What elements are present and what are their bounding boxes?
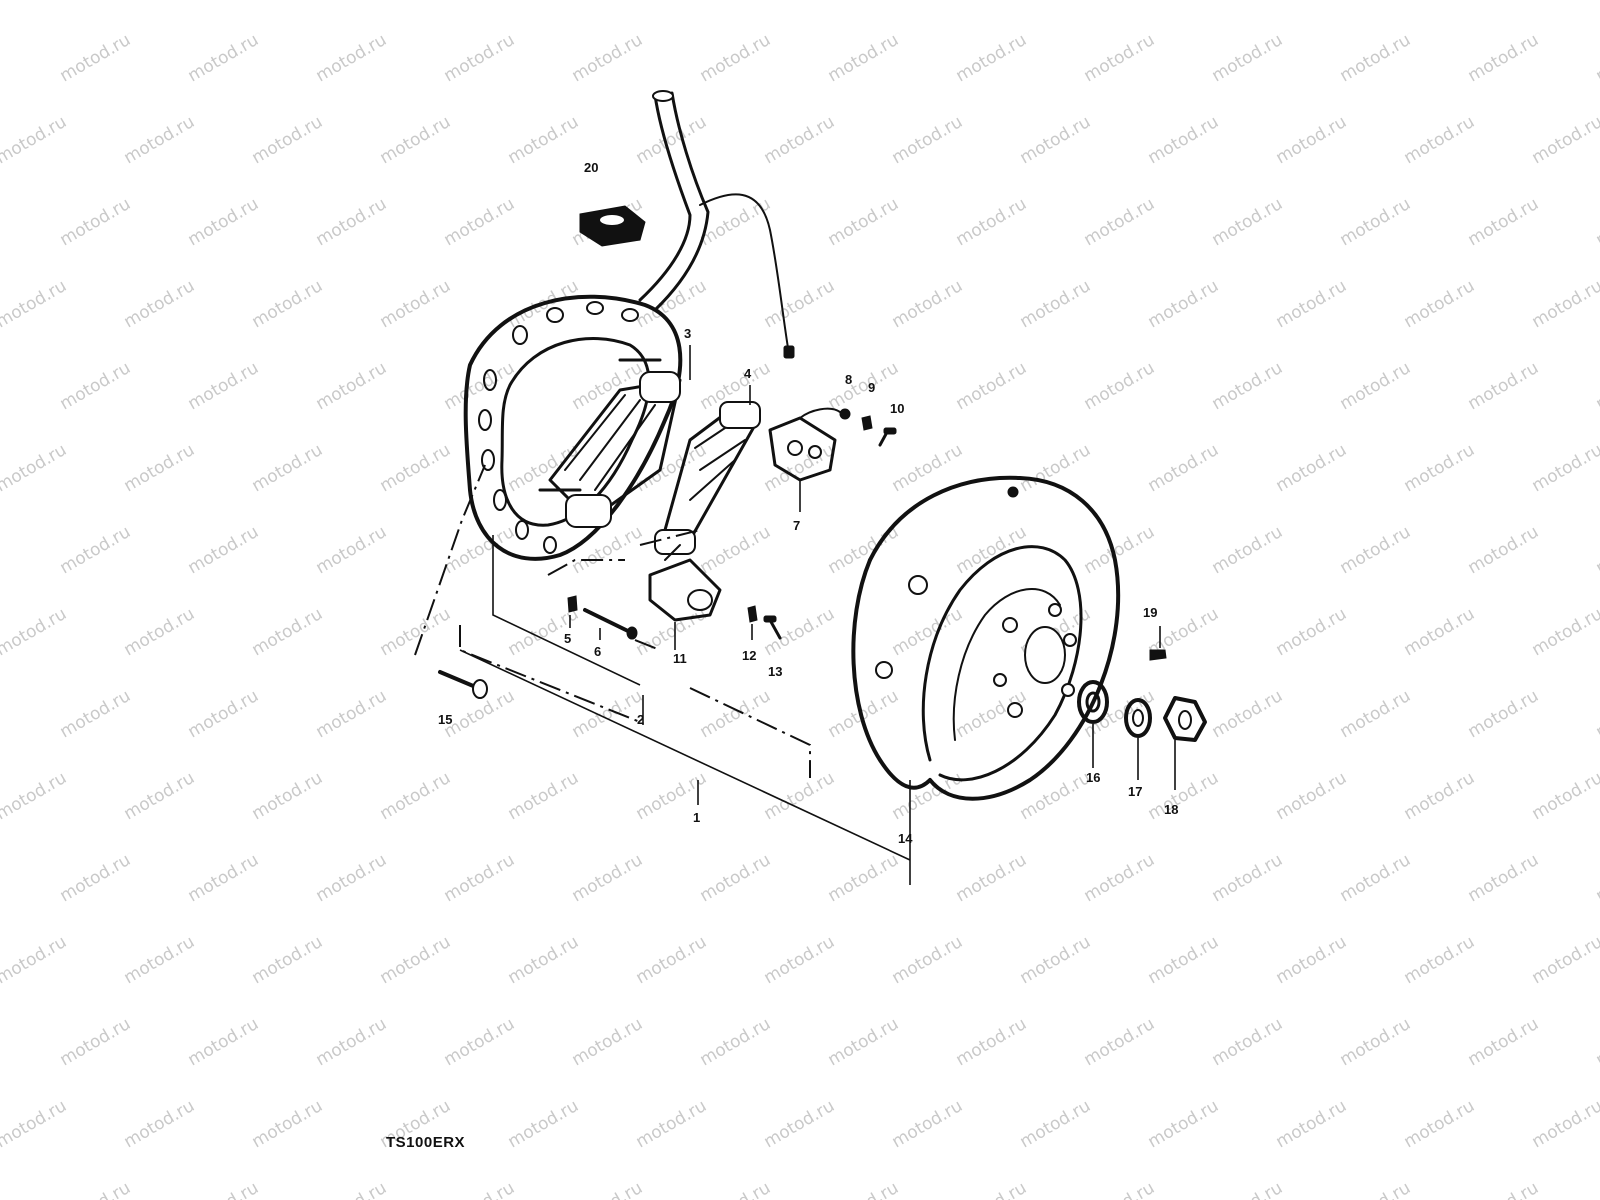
flywheel-rotor-part-14 <box>851 475 1121 801</box>
part-label-3: 3 <box>684 326 691 341</box>
coil-part-4 <box>654 401 761 555</box>
part-label-14: 14 <box>898 831 913 846</box>
part-label-15: 15 <box>438 712 452 727</box>
part-label-6: 6 <box>594 644 601 659</box>
part-label-4: 4 <box>744 366 752 381</box>
part-labels: 1 2 3 4 5 6 7 8 9 10 11 12 13 14 15 16 1… <box>438 160 1178 846</box>
fasteners-8-9-10 <box>839 408 897 447</box>
pickup-part-7 <box>768 407 841 482</box>
stator-plate <box>463 294 683 561</box>
part-label-16: 16 <box>1086 770 1100 785</box>
grommet-part-20 <box>579 205 646 247</box>
nut-and-washers <box>1077 649 1207 742</box>
part-label-5: 5 <box>564 631 571 646</box>
part-label-11: 11 <box>673 651 687 666</box>
part-label-10: 10 <box>890 401 904 416</box>
part-label-12: 12 <box>742 648 756 663</box>
leader-lines <box>569 345 1176 790</box>
part-label-13: 13 <box>768 664 782 679</box>
part-label-19: 19 <box>1143 605 1157 620</box>
part-label-7: 7 <box>793 518 800 533</box>
coil-part-3 <box>538 358 682 528</box>
part-label-17: 17 <box>1128 784 1142 799</box>
part-label-20: 20 <box>584 160 598 175</box>
part-label-8: 8 <box>845 372 852 387</box>
assembly-outline <box>414 464 911 885</box>
wire-harness <box>638 90 795 359</box>
part-label-1: 1 <box>693 810 700 825</box>
part-label-18: 18 <box>1164 802 1178 817</box>
screws <box>438 595 782 699</box>
part-label-2: 2 <box>637 712 644 727</box>
part-label-9: 9 <box>868 380 875 395</box>
model-code: TS100ERX <box>386 1134 466 1151</box>
pickup-part-11 <box>648 544 722 622</box>
